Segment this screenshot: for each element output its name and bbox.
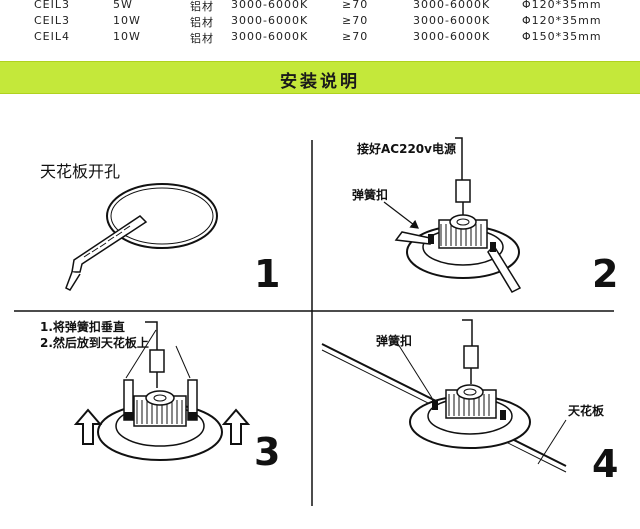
connector-icon: [149, 349, 165, 373]
material-cell: 铝材: [190, 16, 214, 29]
cct-cell: 3000-6000K: [231, 30, 309, 43]
model-cell: CEIL3: [34, 14, 71, 27]
material-cell: 铝材: [190, 0, 214, 13]
step3-instruction-1: 1.将弹簧扣垂直: [40, 320, 125, 334]
step2-power-label: 接好AC220v电源: [357, 142, 456, 156]
cct-cell: 3000-6000K: [231, 14, 309, 27]
size-cell: Φ150*35mm: [522, 30, 602, 43]
up-arrow-icon: [221, 408, 251, 445]
power-cell: 10W: [113, 30, 141, 43]
size-cell: Φ120*35mm: [522, 0, 602, 11]
size-cell: Φ120*35mm: [522, 14, 602, 27]
section-banner: 安装说明: [0, 61, 640, 94]
material-cell: 铝材: [190, 32, 214, 45]
spec-table: CEIL3 5W 铝材 3000-6000K ≥70 3000-6000K Φ1…: [0, 0, 640, 46]
spec-row: CEIL4 10W 铝材 3000-6000K ≥70 3000-6000K Φ…: [0, 30, 640, 45]
saw-icon: [65, 215, 148, 291]
model-cell: CEIL4: [34, 30, 71, 43]
cct-cell: 3000-6000K: [231, 0, 309, 11]
step4-spring-label: 弹簧扣: [376, 334, 413, 348]
step4-ceiling-label: 天花板: [568, 404, 605, 418]
up-arrow-icon: [73, 408, 103, 445]
spec-row: CEIL3 5W 铝材 3000-6000K ≥70 3000-6000K Φ1…: [0, 0, 640, 13]
step1-label: 天花板开孔: [40, 162, 121, 181]
connector-icon: [455, 179, 471, 203]
ceiling-hole-icon: [106, 183, 218, 249]
installation-diagram: 天花板开孔 1 接好AC220v电源 弹簧扣 2 1.将弹簧扣垂直 2.然后放到…: [0, 92, 640, 529]
step3-instruction-2: 2.然后放到天花板上: [40, 336, 149, 350]
model-cell: CEIL3: [34, 0, 71, 11]
cri-cell: ≥70: [342, 0, 369, 11]
downlight-icon: [394, 137, 522, 293]
step3-number: 3: [254, 430, 281, 474]
power-cell: 10W: [113, 14, 141, 27]
step1-number: 1: [254, 252, 281, 296]
power-cell: 5W: [113, 0, 133, 11]
cri-cell: ≥70: [342, 30, 369, 43]
spec-row: CEIL3 10W 铝材 3000-6000K ≥70 3000-6000K Φ…: [0, 14, 640, 29]
step2-number: 2: [592, 252, 619, 296]
cri-cell: ≥70: [342, 14, 369, 27]
step2-spring-label: 弹簧扣: [352, 188, 389, 202]
cct2-cell: 3000-6000K: [413, 30, 491, 43]
cct2-cell: 3000-6000K: [413, 0, 491, 11]
step4-number: 4: [592, 442, 619, 486]
cct2-cell: 3000-6000K: [413, 14, 491, 27]
banner-title: 安装说明: [280, 72, 360, 92]
diagram-drawing: [14, 137, 614, 506]
downlight-icon: [97, 321, 223, 461]
downlight-icon: [409, 319, 531, 449]
connector-icon: [463, 345, 479, 369]
